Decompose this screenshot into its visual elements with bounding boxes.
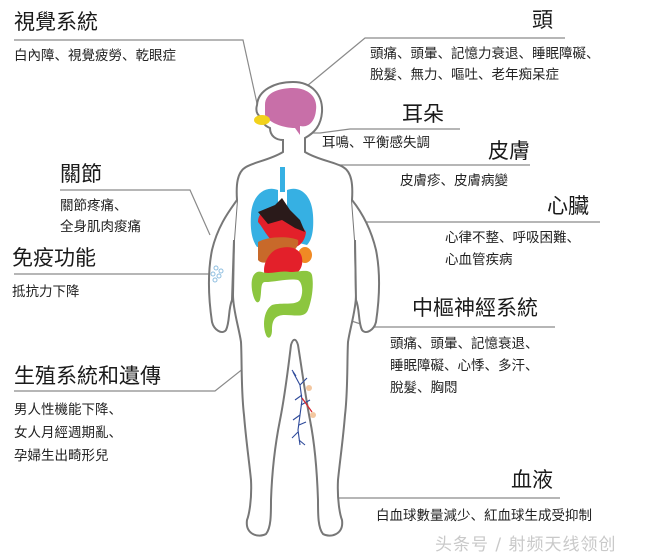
reproductive-desc-line2: 女人月經週期亂、	[14, 425, 122, 441]
immune-title: 免疫功能	[12, 246, 96, 270]
blood-cell-icon	[306, 385, 312, 391]
heart-desc-line1: 心律不整、呼吸困難、	[445, 230, 580, 246]
heart-vessels-icon	[258, 198, 305, 232]
ear-title: 耳朵	[402, 102, 444, 126]
blood-title: 血液	[511, 468, 553, 492]
cns-title: 中樞神經系統	[412, 296, 538, 320]
immune-cells-icon	[210, 265, 224, 283]
head-desc-line2: 脫髮、無力、嘔吐、老年痴呆症	[370, 67, 559, 83]
heart-desc-line2: 心血管疾病	[445, 252, 513, 268]
trachea-icon	[280, 167, 285, 192]
eye-icon	[254, 115, 270, 125]
immune-desc: 抵抗力下降	[12, 284, 80, 300]
blood-cell-icon	[310, 412, 316, 418]
cns-desc-line1: 頭痛、頭暈、記憶衰退、	[390, 336, 539, 352]
watermark: 头条号 / 射频天线领创	[435, 535, 617, 555]
reproductive-title: 生殖系統和遺傳	[14, 364, 161, 388]
head-title: 頭	[532, 8, 553, 32]
cns-desc-line3: 脫髮、胸悶	[390, 380, 458, 396]
ear-desc: 耳鳴、平衡感失調	[322, 135, 430, 151]
reproductive-desc-line1: 男人性機能下降、	[14, 402, 122, 418]
vision-title: 視覺系統	[14, 10, 98, 34]
skin-desc: 皮膚疹、皮膚病變	[400, 173, 508, 189]
intestine-icon	[251, 270, 313, 338]
veins-icon	[291, 369, 311, 446]
skin-title: 皮膚	[488, 139, 530, 163]
joint-desc-line2: 全身肌肉痠痛	[60, 219, 141, 235]
artery-icon	[301, 397, 313, 413]
stomach-icon	[264, 247, 303, 278]
head-desc-line1: 頭痛、頭暈、記憶力衰退、睡眠障礙、	[370, 46, 600, 62]
brain-icon	[265, 88, 317, 135]
cns-desc-line2: 睡眠障礙、心悸、多汗、	[390, 358, 539, 374]
joint-desc-line1: 關節疼痛、	[60, 198, 128, 214]
vision-desc: 白內障、視覺疲勞、乾眼症	[14, 48, 176, 64]
reproductive-desc-line3: 孕婦生出畸形兒	[14, 448, 109, 464]
blood-desc: 白血球數量減少、紅血球生成受抑制	[376, 508, 592, 524]
heart-title: 心臟	[547, 194, 589, 218]
joint-title: 關節	[60, 162, 102, 186]
